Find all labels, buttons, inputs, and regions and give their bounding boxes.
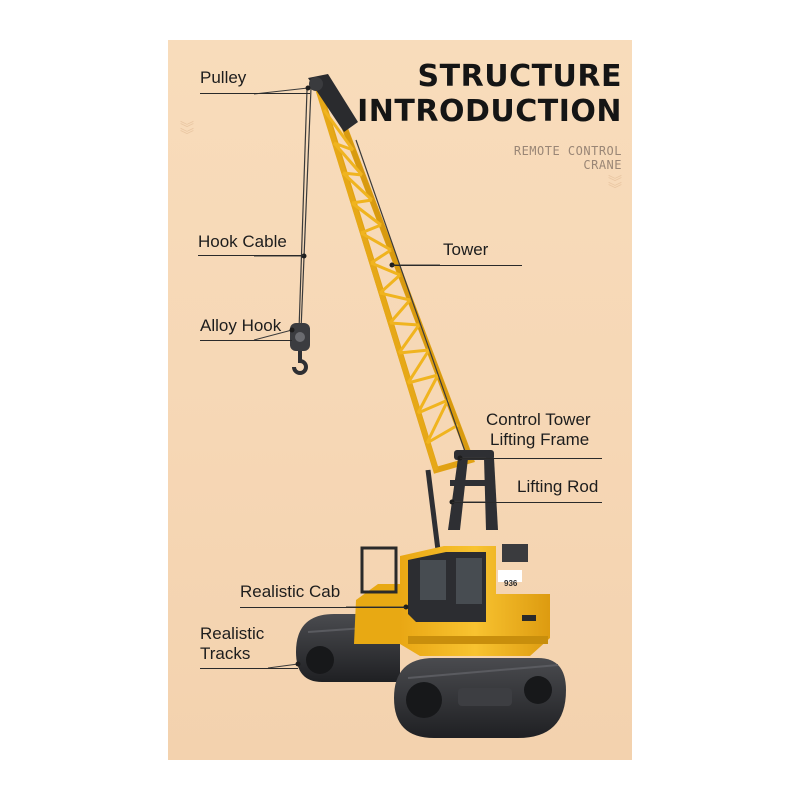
control-tower-frame bbox=[425, 450, 498, 551]
underline bbox=[200, 668, 298, 669]
underline bbox=[200, 340, 292, 341]
title-line-1: STRUCTURE bbox=[417, 59, 622, 94]
boom-lattice bbox=[308, 74, 475, 474]
subtitle-line-2: CRANE bbox=[583, 158, 622, 172]
underline bbox=[392, 265, 522, 266]
label-control-tower-line-1: Control Tower bbox=[486, 410, 591, 429]
label-realistic-tracks-line-2: Tracks bbox=[200, 644, 251, 663]
label-control-tower-line-2: Lifting Frame bbox=[490, 430, 590, 449]
alloy-hook bbox=[290, 323, 310, 375]
underline bbox=[240, 607, 406, 608]
subtitle: REMOTE CONTROL CRANE bbox=[462, 144, 622, 172]
label-lifting-rod: Lifting Rod bbox=[517, 477, 599, 496]
tracks bbox=[296, 614, 566, 738]
underline bbox=[198, 255, 304, 256]
subtitle-line-1: REMOTE CONTROL bbox=[513, 144, 622, 158]
label-tower: Tower bbox=[443, 240, 489, 259]
underline bbox=[460, 458, 602, 459]
underline bbox=[200, 93, 310, 94]
cab-body bbox=[354, 544, 550, 656]
label-hook-cable: Hook Cable bbox=[198, 232, 287, 251]
product-infographic: ︾︾ ︾︾ STRUCTURE INTRODUCTION REMOTE CONT… bbox=[168, 40, 632, 760]
remote-control-crane-image bbox=[253, 74, 566, 738]
chevron-down-icon: ︾︾ bbox=[608, 175, 622, 198]
underline bbox=[452, 502, 602, 503]
label-realistic-tracks-line-1: Realistic bbox=[200, 624, 265, 643]
label-pulley: Pulley bbox=[200, 68, 247, 87]
chevron-down-icon: ︾︾ bbox=[180, 121, 194, 144]
label-alloy-hook: Alloy Hook bbox=[200, 316, 282, 335]
cables bbox=[298, 87, 469, 461]
title-line-2: INTRODUCTION bbox=[357, 94, 622, 129]
model-number: 936 bbox=[504, 579, 518, 588]
label-realistic-cab: Realistic Cab bbox=[240, 582, 341, 601]
